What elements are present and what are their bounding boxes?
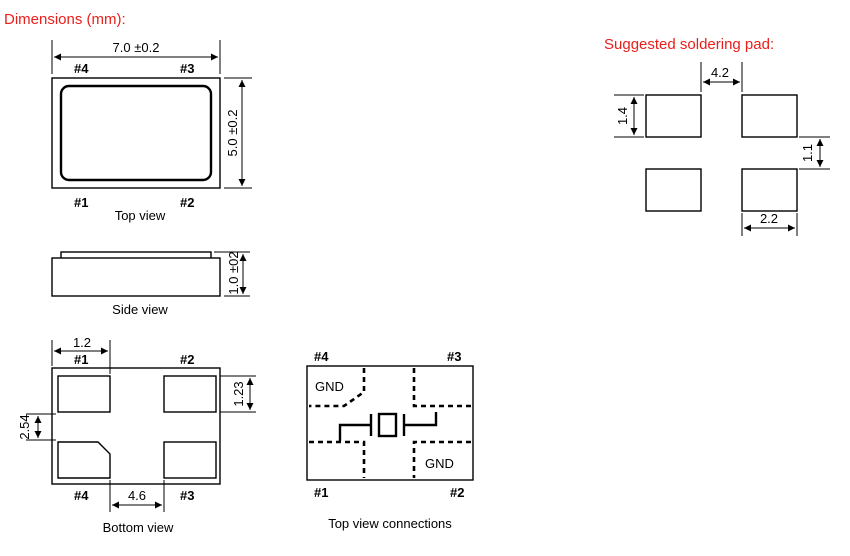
gnd-label-top-left: GND	[315, 379, 344, 394]
top-view: 7.0 ±0.2 5.0 ±0.2 #4 #3 #1 #2 Top view	[51, 40, 252, 223]
dimensions-heading: Dimensions (mm):	[4, 11, 126, 28]
solder-pad-bottom-right	[741, 168, 798, 212]
soldering-pad-layout: 4.2 1.4 1.1 2.2	[614, 62, 830, 236]
bottom-view-pad-width-dim: 1.2	[73, 335, 91, 350]
bottom-view-pad-1	[57, 375, 111, 413]
solder-pad-top-right	[741, 94, 798, 138]
gnd-label-bottom-right: GND	[425, 456, 454, 471]
top-view-width-dim: 7.0 ±0.2	[113, 40, 160, 55]
top-view-height-dim: 5.0 ±0.2	[225, 110, 240, 157]
bottom-view-pad-2	[163, 375, 217, 413]
soldering-pad-heading: Suggested soldering pad:	[604, 36, 774, 53]
top-view-pin-2: #2	[180, 195, 194, 210]
bottom-view-pad-3	[163, 441, 217, 479]
top-view-pin-1: #1	[74, 195, 88, 210]
bottom-view-pad-gap-dim: 2.54	[17, 414, 32, 439]
crystal-symbol	[338, 412, 438, 441]
dashed-boundary-top-right	[412, 368, 471, 408]
top-view-pin-4: #4	[74, 61, 89, 76]
side-view-height-dim: 1.0 ±02	[226, 251, 241, 294]
bottom-view-pin-2: #2	[180, 352, 194, 367]
bottom-view-pin-3: #3	[180, 488, 194, 503]
solder-pad-height-dim: 1.4	[615, 107, 630, 125]
dashed-boundary-bottom-right	[412, 440, 471, 478]
side-view-body	[51, 257, 221, 297]
connections-view: GND GND #4 #3 #1 #2 Top view connections	[306, 349, 474, 531]
side-view-caption: Side view	[112, 302, 168, 317]
solder-pad-gap-vertical-dim: 1.1	[800, 144, 815, 162]
solder-pad-bottom-left	[645, 168, 702, 212]
bottom-view-pad-height-dim: 1.23	[231, 381, 246, 406]
bottom-view-pad-4	[57, 441, 111, 479]
connections-view-caption: Top view connections	[328, 516, 452, 531]
bottom-view-caption: Bottom view	[103, 520, 174, 535]
connections-pin-3: #3	[447, 349, 461, 364]
top-view-lid	[59, 84, 213, 182]
bottom-view-pin-4: #4	[74, 488, 89, 503]
solder-pad-gap-horizontal-dim: 4.2	[711, 65, 729, 80]
connections-pin-2: #2	[450, 485, 464, 500]
bottom-view-pad-spacing-dim: 4.6	[128, 488, 146, 503]
solder-pad-width-dim: 2.2	[760, 211, 778, 226]
connections-pin-1: #1	[314, 485, 328, 500]
bottom-view-pin-1: #1	[74, 352, 88, 367]
dashed-boundary-top-left	[309, 368, 366, 408]
solder-pad-top-left	[645, 94, 702, 138]
bottom-view: 1.2 1.23 2.54 4.6 #1 #2 #4 #3 Bottom vie…	[17, 335, 256, 535]
connections-pin-4: #4	[314, 349, 329, 364]
connections-view-body	[306, 365, 474, 481]
top-view-caption: Top view	[115, 208, 166, 223]
top-view-pin-3: #3	[180, 61, 194, 76]
dashed-boundary-bottom-left	[309, 440, 366, 478]
side-view: 1.0 ±02 Side view	[51, 251, 250, 317]
